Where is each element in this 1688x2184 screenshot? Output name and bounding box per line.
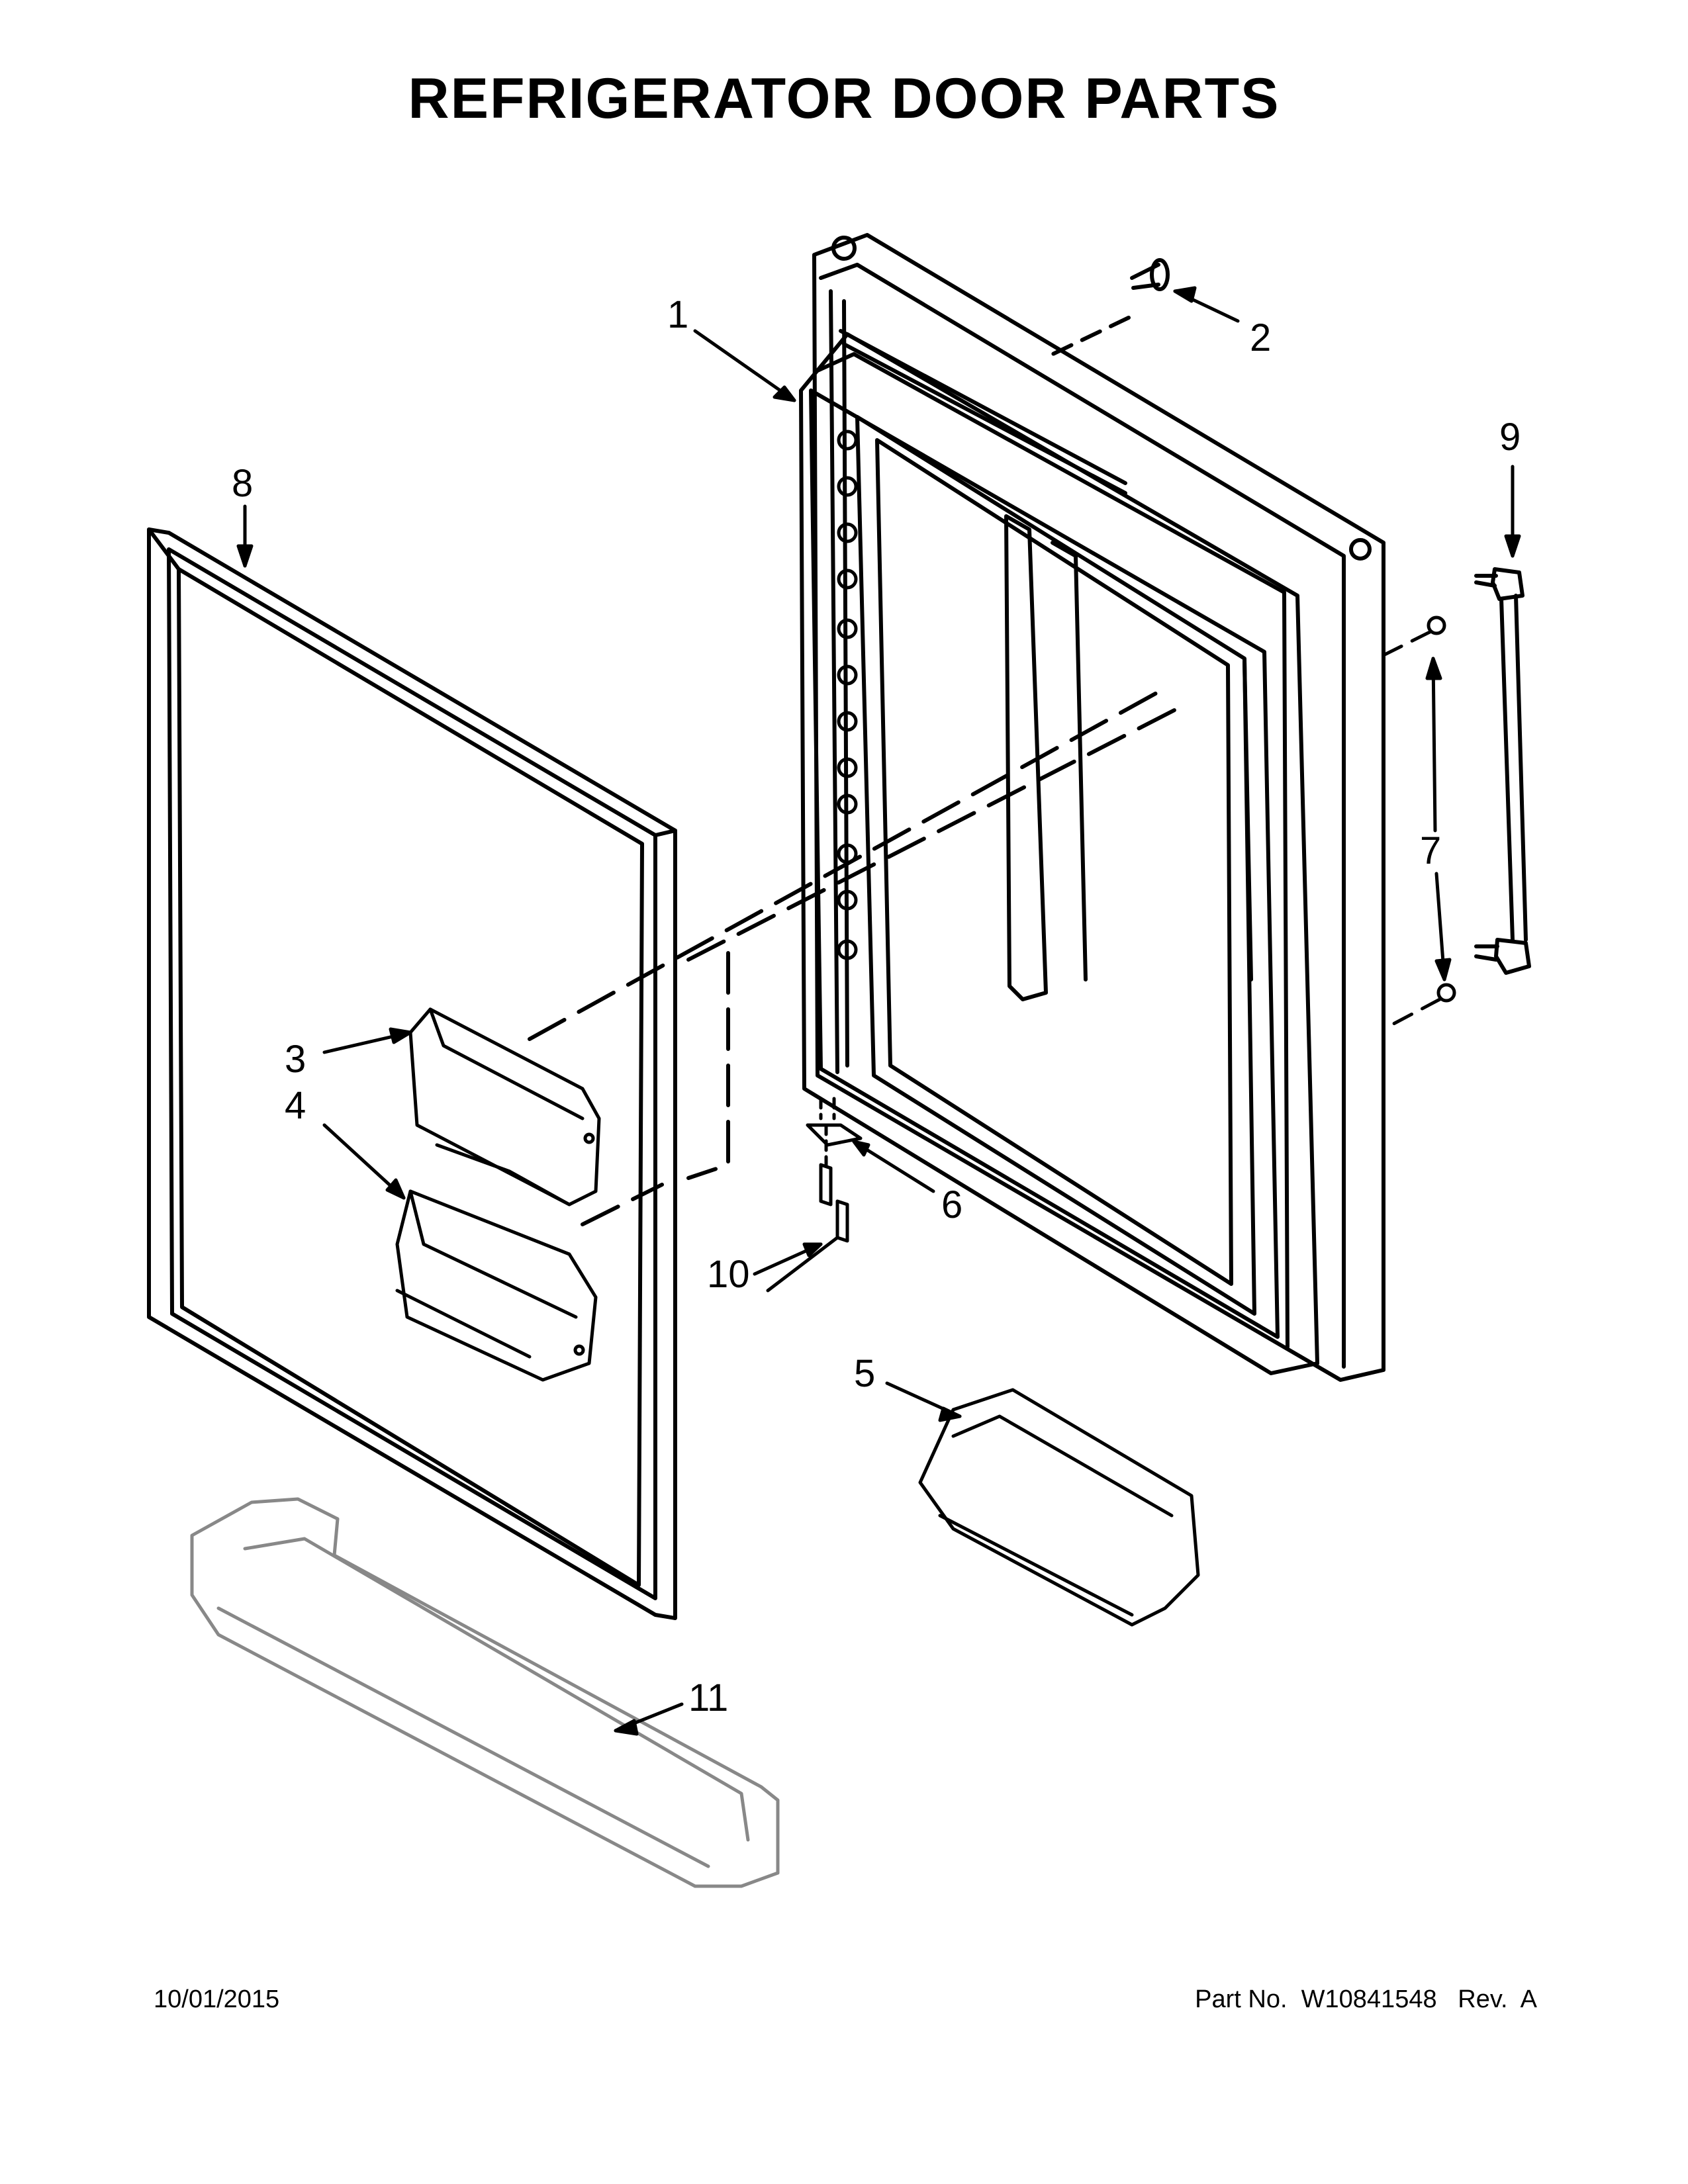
- callout-labels: 1 2 9 8 7 3 4 6 10 5 11: [232, 293, 1521, 1719]
- callout-1: 1: [667, 293, 688, 336]
- callout-7: 7: [1420, 829, 1441, 872]
- rev-label: Rev.: [1458, 1985, 1508, 2013]
- door-bin-large-part: [190, 1497, 780, 1888]
- leader-arrows: [236, 286, 1521, 1736]
- callout-11: 11: [688, 1676, 728, 1719]
- alignment-lines: [528, 686, 1180, 1226]
- dispenser-cover-part: [408, 1007, 601, 1206]
- callout-5: 5: [854, 1352, 875, 1395]
- callout-8: 8: [232, 462, 253, 505]
- footer-date: 10/01/2015: [154, 1985, 280, 2013]
- callout-3: 3: [285, 1038, 306, 1081]
- door-gasket-part: [147, 527, 677, 1620]
- part-number: W10841548: [1301, 1985, 1437, 2013]
- callout-9: 9: [1499, 416, 1521, 459]
- callout-10: 10: [707, 1253, 750, 1296]
- door-stop-plate-part: [806, 1097, 863, 1147]
- rev-value: A: [1520, 1985, 1537, 2013]
- door-bin-small-part: [918, 1388, 1200, 1627]
- dairy-bin-part: [395, 1189, 598, 1382]
- callout-4: 4: [285, 1084, 306, 1127]
- handle-screws-part: [1382, 615, 1456, 1031]
- callout-2: 2: [1250, 316, 1271, 359]
- door-handle-part: [1474, 567, 1531, 975]
- page-title: REFRIGERATOR DOOR PARTS: [408, 67, 1280, 130]
- part-label: Part No.: [1195, 1985, 1288, 2013]
- screws-part: [819, 1123, 849, 1243]
- footer-part-info: Part No. W10841548 Rev. A: [1195, 1985, 1537, 2014]
- callout-6: 6: [941, 1183, 962, 1226]
- hinge-pin-part: [1044, 258, 1170, 359]
- outer-door-part: [799, 233, 1385, 1382]
